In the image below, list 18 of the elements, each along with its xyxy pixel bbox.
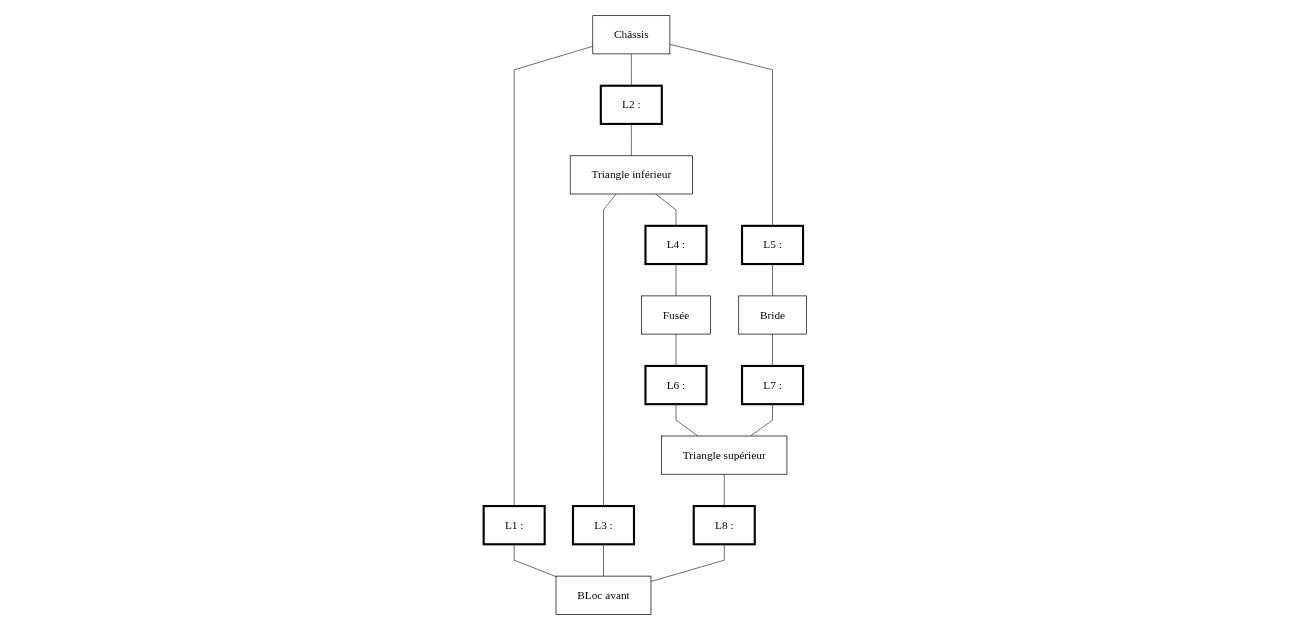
node-box: L2 : (599, 84, 663, 125)
node-box: Châssis (591, 15, 670, 55)
node-box: L8 : (692, 505, 756, 546)
node-box: L1 : (482, 505, 546, 546)
node-box: L7 : (740, 364, 804, 406)
connector (602, 193, 616, 507)
node-box: L3 : (571, 505, 635, 546)
connector (723, 473, 725, 507)
node-box: Triangle inférieur (569, 155, 693, 195)
connector (630, 123, 632, 157)
node-box: L6 : (643, 364, 708, 406)
node-box: L5 : (740, 224, 804, 266)
node-box: Bride (737, 295, 807, 335)
connector (513, 45, 593, 507)
node-box: L4 : (643, 224, 708, 266)
node-box: BLoc avant (555, 575, 651, 615)
node-box: Fusée (640, 295, 711, 335)
node-box: Triangle supérieur (660, 435, 787, 475)
